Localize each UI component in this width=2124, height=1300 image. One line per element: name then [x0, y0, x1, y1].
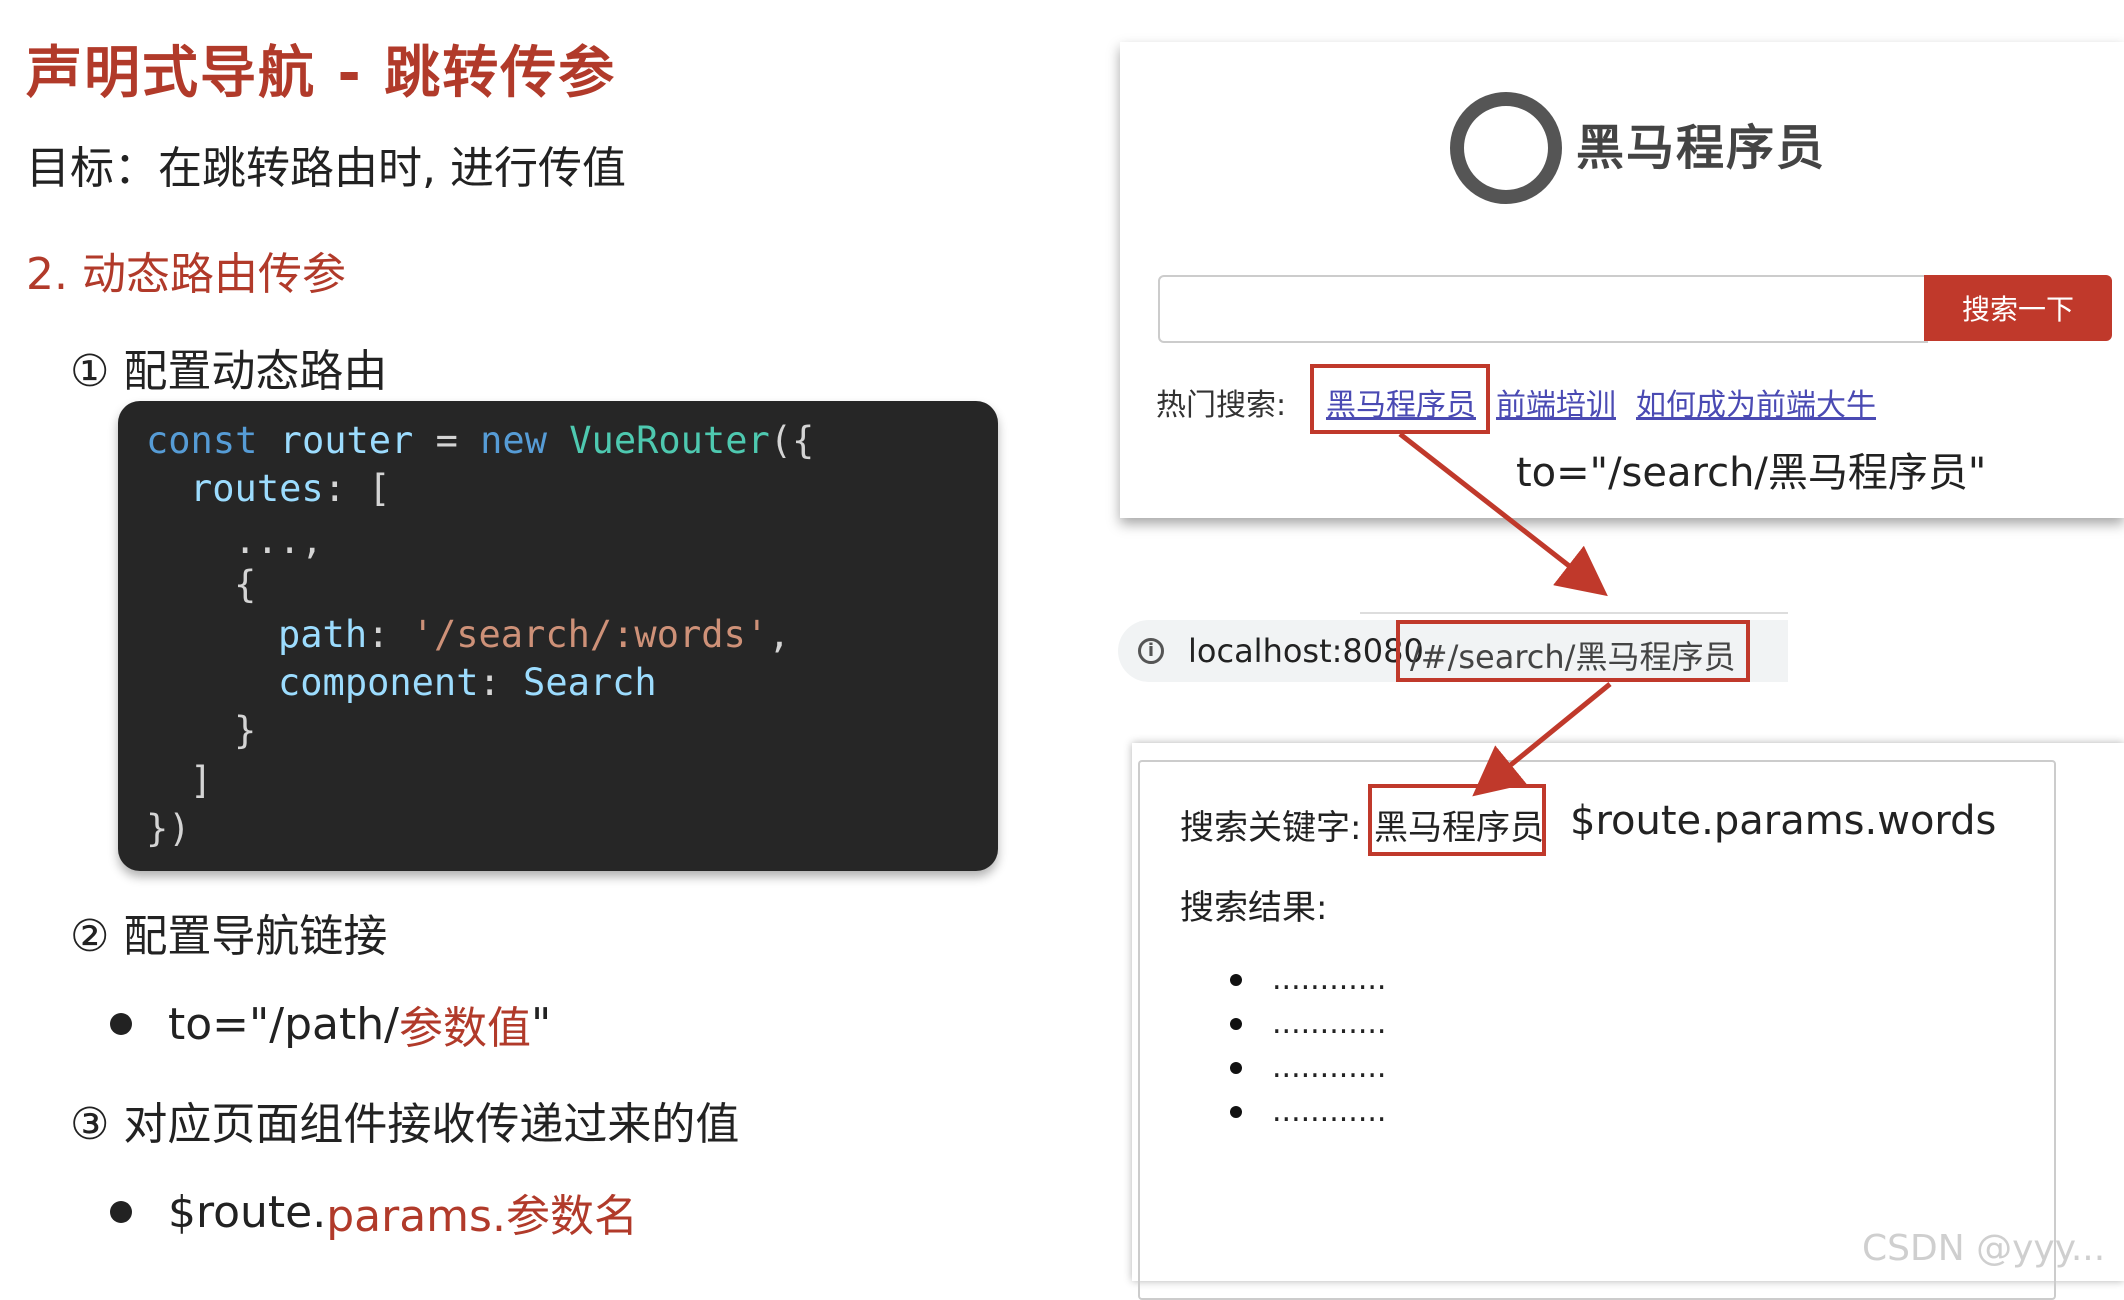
- bullet-text: to="/path/: [168, 998, 399, 1050]
- code-line: ]: [190, 759, 213, 802]
- url-path: /#/search/黑马程序员: [1410, 638, 1736, 676]
- result-text: ............: [1272, 1006, 1387, 1041]
- code-punct: :: [478, 661, 524, 704]
- bullet-highlight: params.参数名: [326, 1191, 638, 1242]
- arrow-url-to-result: [1472, 682, 1612, 797]
- bullet-text: ": [530, 998, 552, 1050]
- highlight-box-url: [1396, 620, 1750, 682]
- highlight-box-link: [1310, 364, 1490, 434]
- step2-bullet: to="/path/参数值": [110, 992, 551, 1056]
- hot-link-become-expert[interactable]: 如何成为前端大牛: [1636, 388, 1876, 423]
- keyword-label: 搜索关键字:: [1180, 808, 1362, 848]
- code-keyword: new: [480, 419, 547, 462]
- code-variable: router: [279, 419, 414, 462]
- step1-heading: ① 配置动态路由: [70, 346, 388, 397]
- code-line: component: Search: [278, 659, 657, 707]
- hot-link-heima[interactable]: 黑马程序员: [1326, 388, 1476, 423]
- hot-link-frontend-training[interactable]: 前端培训: [1496, 388, 1616, 423]
- code-property: component: [278, 661, 479, 704]
- goal-text: 目标：在跳转路由时, 进行传值: [26, 143, 626, 194]
- search-input[interactable]: [1158, 275, 1928, 343]
- code-punct: : [: [323, 467, 391, 510]
- arrow-link-to-url: [1398, 432, 1608, 597]
- bullet-dot: [110, 1013, 132, 1035]
- to-annotation: to="/search/黑马程序员": [1516, 450, 1987, 496]
- code-punct: ({: [769, 419, 815, 462]
- params-annotation: $route.params.words: [1570, 798, 1997, 844]
- code-punct: :: [367, 613, 412, 656]
- bullet-dot: [1230, 1105, 1242, 1118]
- bullet-text: $route.: [168, 1186, 327, 1238]
- bullet-dot: [1230, 973, 1242, 986]
- code-block: const router = new VueRouter({ routes: […: [118, 401, 998, 871]
- search-result-panel: [1132, 743, 2124, 1281]
- keyword-value: 黑马程序员: [1374, 808, 1544, 848]
- bullet-highlight: 参数值: [398, 1003, 531, 1054]
- code-keyword: const: [146, 419, 258, 462]
- divider: [1360, 612, 1788, 614]
- bullet-dot: [110, 1201, 132, 1223]
- url-host: localhost:8080: [1188, 632, 1424, 670]
- result-item: ............: [1230, 962, 1386, 997]
- highlight-box-keyword: [1368, 784, 1546, 856]
- code-property: path: [278, 613, 368, 656]
- code-line: const router = new VueRouter({: [146, 417, 814, 465]
- hot-search-label: 热门搜索:: [1156, 388, 1287, 423]
- results-label: 搜索结果:: [1180, 888, 1328, 928]
- logo-text: 黑马程序员: [1576, 120, 1827, 176]
- result-item: ............: [1230, 1094, 1386, 1129]
- code-punct: ,: [768, 613, 791, 656]
- search-button[interactable]: 搜索一下: [1924, 275, 2112, 341]
- code-line: routes: [: [190, 465, 390, 513]
- section-heading: 2. 动态路由传参: [26, 249, 346, 300]
- step3-bullet: $route.params.参数名: [110, 1180, 638, 1244]
- code-punct: =: [413, 419, 481, 462]
- code-property: routes: [190, 467, 324, 510]
- code-line: ...,: [234, 519, 324, 562]
- code-line: {: [234, 563, 257, 606]
- watermark: CSDN @yyy...: [1862, 1228, 2106, 1269]
- result-item: ............: [1230, 1050, 1386, 1085]
- step2-heading: ② 配置导航链接: [70, 911, 388, 962]
- address-bar[interactable]: [1118, 620, 1788, 682]
- code-line: }): [146, 807, 191, 850]
- result-text: ............: [1272, 1094, 1387, 1129]
- code-class: VueRouter: [569, 419, 770, 462]
- code-value: Search: [523, 661, 657, 704]
- code-line: path: '/search/:words',: [278, 611, 790, 659]
- result-text: ............: [1272, 962, 1387, 997]
- code-line: }: [234, 709, 257, 752]
- bullet-dot: [1230, 1061, 1242, 1074]
- result-text: ............: [1272, 1050, 1387, 1085]
- code-string: '/search/:words': [411, 613, 769, 656]
- result-item: ............: [1230, 1006, 1386, 1041]
- info-icon[interactable]: i: [1138, 638, 1164, 664]
- step3-heading: ③ 对应页面组件接收传递过来的值: [70, 1099, 740, 1150]
- bullet-dot: [1230, 1017, 1242, 1030]
- slide-title: 声明式导航 - 跳转传参: [26, 41, 617, 106]
